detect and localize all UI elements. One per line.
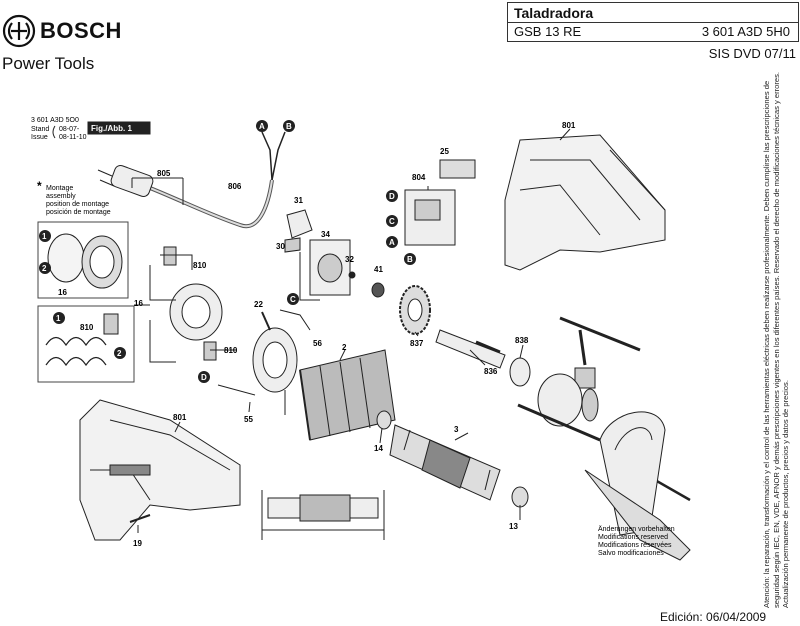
badge-step-1-inset: 1 bbox=[42, 232, 47, 241]
issue-date: 08-11-10 bbox=[59, 134, 87, 141]
model-name: GSB 13 RE bbox=[514, 24, 582, 39]
part-label-801-drill: 801 bbox=[173, 413, 187, 422]
badge-d-clip: D bbox=[201, 373, 207, 382]
issue-label: Issue bbox=[31, 134, 48, 141]
part-label-3: 3 bbox=[454, 425, 459, 434]
part-label-16: 16 bbox=[134, 299, 143, 308]
section-title: Power Tools bbox=[2, 54, 95, 73]
montage-line-2: assembly bbox=[46, 193, 76, 200]
badge-b-switch: B bbox=[407, 255, 413, 264]
part-label-16-inset: 16 bbox=[58, 288, 67, 297]
part-label-838: 838 bbox=[515, 336, 529, 345]
badge-step-2-inset2: 2 bbox=[117, 349, 122, 358]
part-label-25: 25 bbox=[440, 147, 449, 156]
part-label-836: 836 bbox=[484, 367, 498, 376]
part-label-34: 34 bbox=[321, 230, 330, 239]
part-label-55: 55 bbox=[244, 415, 253, 424]
stand-date: 08-07- bbox=[59, 126, 80, 133]
changes-notice-3: Modifications réservées bbox=[598, 542, 672, 549]
badge-a-cable: A bbox=[259, 122, 265, 131]
part-label-810-top: 810 bbox=[193, 261, 207, 270]
badge-d-switch: D bbox=[389, 192, 395, 201]
part-label-56: 56 bbox=[313, 339, 322, 348]
part-label-19: 19 bbox=[133, 539, 142, 548]
part-label-806: 806 bbox=[228, 182, 242, 191]
bosch-armature-logo-icon bbox=[2, 14, 36, 48]
figure-label: Fig./Abb. 1 bbox=[91, 124, 132, 133]
montage-line-4: posición de montage bbox=[46, 209, 111, 216]
bosch-logo: BOSCH bbox=[2, 14, 132, 48]
part-label-804: 804 bbox=[412, 173, 426, 182]
part-label-32: 32 bbox=[345, 255, 354, 264]
changes-notice-2: Modifications reserved bbox=[598, 534, 668, 541]
changes-notice-4: Salvo modificaciones bbox=[598, 550, 664, 557]
part-label-31: 31 bbox=[294, 196, 303, 205]
montage-line-1: Montage bbox=[46, 185, 73, 192]
part-label-805: 805 bbox=[157, 169, 171, 178]
changes-notice-1: Änderungen vorbehalten bbox=[598, 525, 675, 533]
part-label-30: 30 bbox=[276, 242, 285, 251]
badge-step-1-inset2: 1 bbox=[56, 314, 61, 323]
badge-a-switch: A bbox=[389, 238, 395, 247]
part-label-2: 2 bbox=[342, 343, 347, 352]
part-label-801-housing: 801 bbox=[562, 121, 576, 130]
badge-b-cable: B bbox=[286, 122, 292, 131]
part-label-14: 14 bbox=[374, 444, 383, 453]
montage-line-3: position de montage bbox=[46, 201, 109, 208]
part-label-810-bottom: 810 bbox=[224, 346, 238, 355]
title-box: Taladradora GSB 13 RE 3 601 A3D 5H0 bbox=[507, 2, 799, 42]
part-label-41: 41 bbox=[374, 265, 383, 274]
part-label-837: 837 bbox=[410, 339, 424, 348]
montage-star: * bbox=[37, 179, 42, 193]
document-ref: SIS DVD 07/11 bbox=[708, 46, 796, 61]
diagram-code: 3 601 A3D 5O0 bbox=[31, 117, 79, 124]
badge-c-switch: C bbox=[389, 217, 395, 226]
badge-c-clip: C bbox=[290, 295, 296, 304]
part-number: 3 601 A3D 5H0 bbox=[701, 24, 790, 39]
part-label-13: 13 bbox=[509, 522, 518, 531]
part-label-22: 22 bbox=[254, 300, 263, 309]
edition-date: Edición: 06/04/2009 bbox=[660, 610, 767, 624]
brand-name: BOSCH bbox=[40, 18, 122, 43]
product-type: Taladradora bbox=[514, 5, 594, 21]
part-label-810-inset: 810 bbox=[80, 323, 94, 332]
badge-step-2-inset: 2 bbox=[42, 264, 47, 273]
stand-label: Stand bbox=[31, 126, 49, 133]
